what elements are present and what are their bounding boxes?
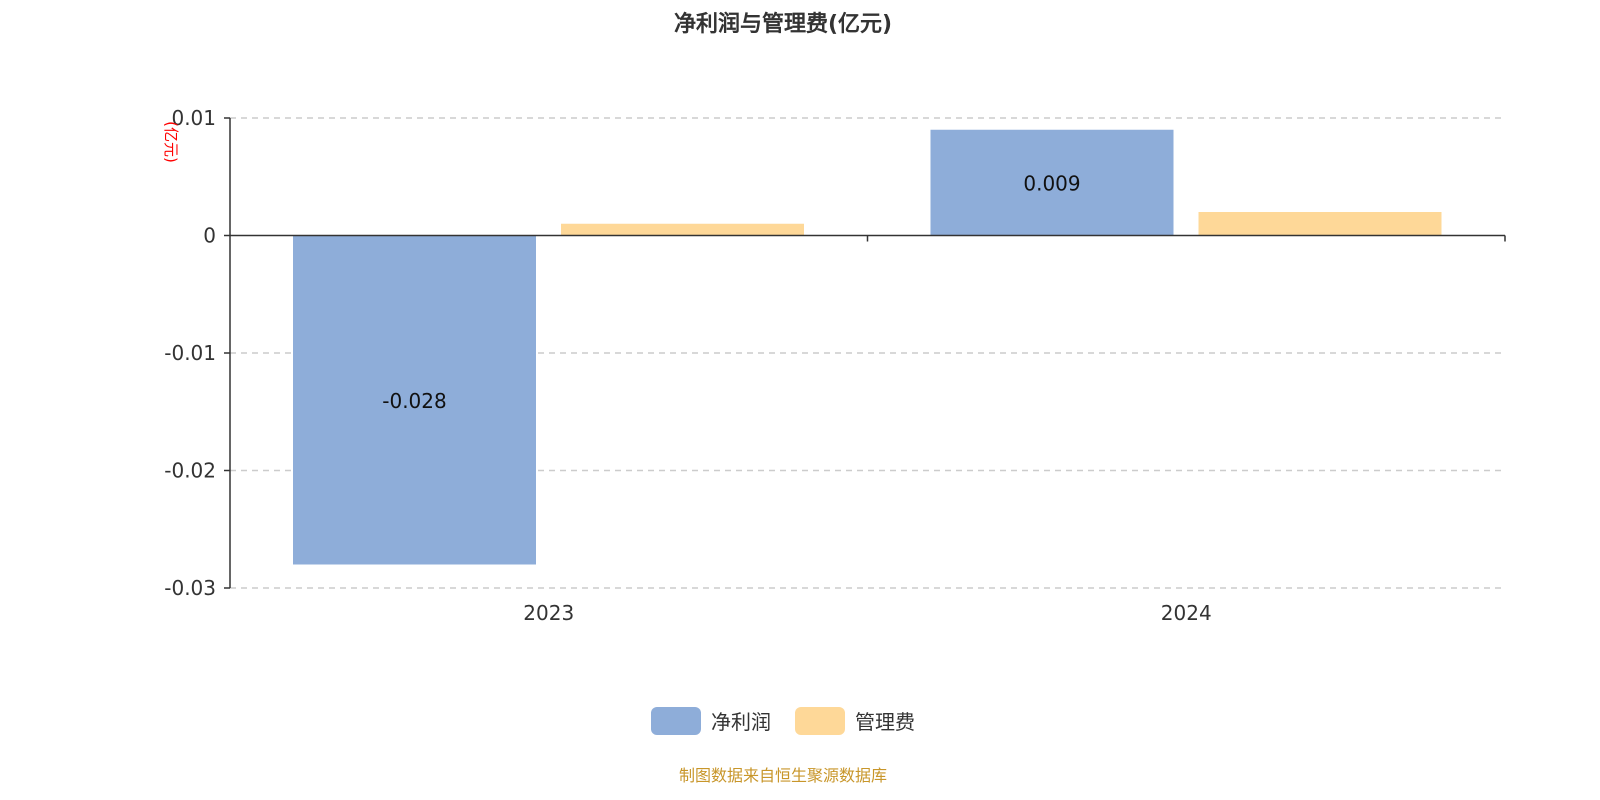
legend-label: 管理费 — [855, 710, 915, 734]
legend: 净利润 管理费 — [0, 706, 1566, 735]
y-tick-label: -0.03 — [164, 576, 216, 600]
data-label: -0.028 — [382, 389, 446, 413]
y-tick-label: -0.02 — [164, 459, 216, 483]
data-source-note: 制图数据来自恒生聚源数据库 — [678, 766, 887, 785]
bar-1-2024 — [1198, 212, 1442, 236]
x-tick-label: 2024 — [1161, 601, 1212, 625]
legend-swatch — [795, 706, 845, 735]
y-tick-label: 0 — [203, 224, 216, 248]
y-tick-label: -0.01 — [164, 341, 216, 365]
bar-0-2023 — [293, 235, 536, 565]
bar-1-2023 — [561, 223, 804, 236]
y-tick-label: 0.01 — [171, 106, 216, 130]
y-axis-label: (亿元) — [162, 121, 180, 163]
legend-swatch — [651, 706, 701, 735]
bar-0-2024 — [930, 129, 1174, 236]
data-label: 0.009 — [1023, 172, 1080, 196]
legend-item-net-profit[interactable]: 净利润 — [651, 706, 771, 735]
x-tick-label: 2023 — [523, 601, 574, 625]
chart-title: 净利润与管理费(亿元) — [673, 12, 893, 37]
legend-label: 净利润 — [711, 710, 771, 734]
legend-item-admin-expense[interactable]: 管理费 — [795, 706, 915, 735]
